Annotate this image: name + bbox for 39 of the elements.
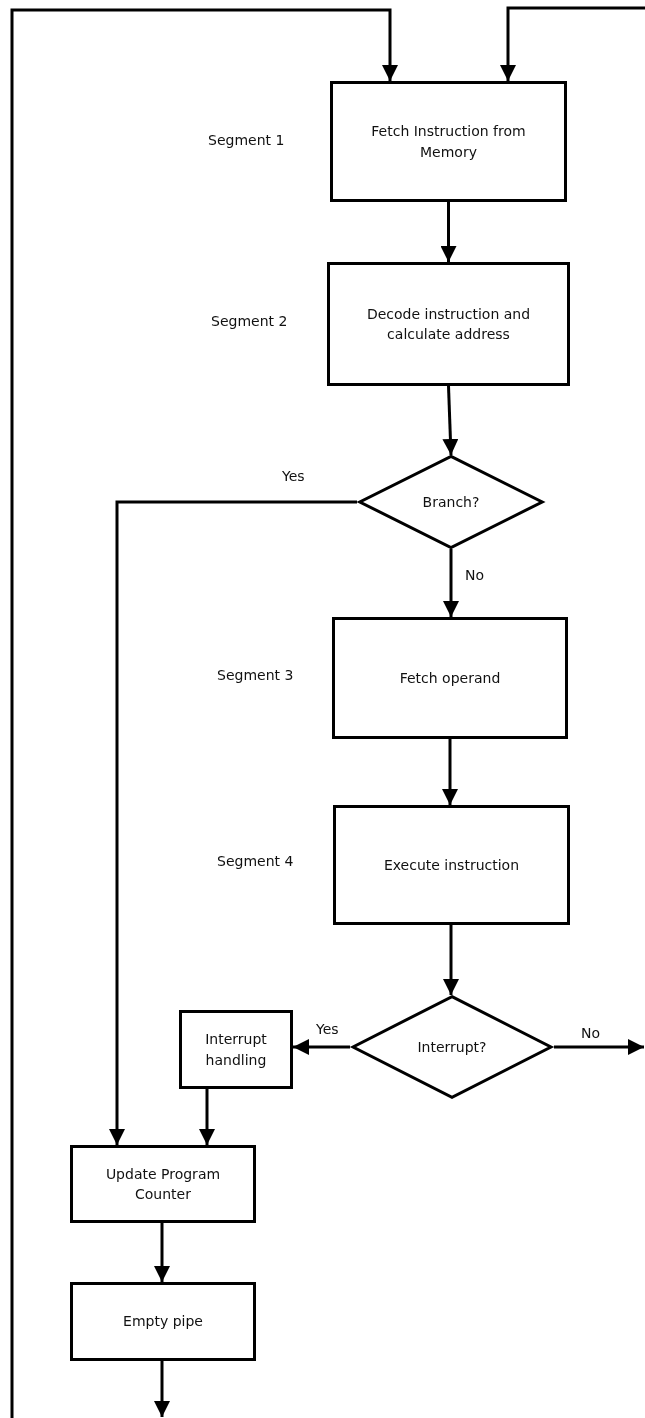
arrow: [199, 1089, 215, 1145]
node-text: Branch?: [421, 492, 481, 512]
arrow: [443, 925, 459, 995]
edge-label: Yes: [315, 1021, 340, 1037]
process-box: [179, 1010, 293, 1089]
arrow: [442, 739, 458, 805]
node-text: Execute instruction: [382, 855, 521, 875]
decision-diamond: [357, 455, 545, 549]
arrow: [109, 500, 357, 1145]
arrow: [293, 1039, 350, 1055]
node-text: Update Program Counter: [104, 1164, 222, 1204]
arrow: [554, 1039, 644, 1055]
node-text: Fetch operand: [398, 668, 502, 688]
process-box: [333, 805, 570, 925]
arrow: [443, 549, 459, 617]
segment-label: Segment 3: [217, 667, 294, 683]
node-text: Interrupt handling: [204, 1030, 268, 1070]
node-text: Empty pipe: [122, 1312, 204, 1332]
arrow: [10, 8, 398, 1418]
arrow: [442, 385, 459, 456]
segment-label: Segment 4: [217, 853, 294, 869]
segment-label: Segment 2: [211, 313, 288, 329]
node-text: Interrupt?: [416, 1037, 488, 1057]
edge-label: No: [464, 567, 486, 583]
process-box: [70, 1145, 256, 1223]
segment-label: Segment 1: [208, 132, 285, 148]
node-text: Fetch Instruction from Memory: [370, 122, 527, 162]
arrow: [154, 1361, 170, 1417]
edge-label: Yes: [281, 468, 306, 484]
decision-diamond: [350, 995, 554, 1099]
arrow: [154, 1223, 170, 1282]
node-text: Decode instruction and calculate address: [365, 304, 532, 344]
process-box: [327, 262, 570, 386]
edge-label: No: [580, 1025, 602, 1041]
process-box: [332, 617, 568, 739]
arrow: [440, 202, 457, 262]
arrow: [500, 6, 645, 81]
process-box: [330, 81, 567, 202]
process-box: [70, 1282, 256, 1361]
